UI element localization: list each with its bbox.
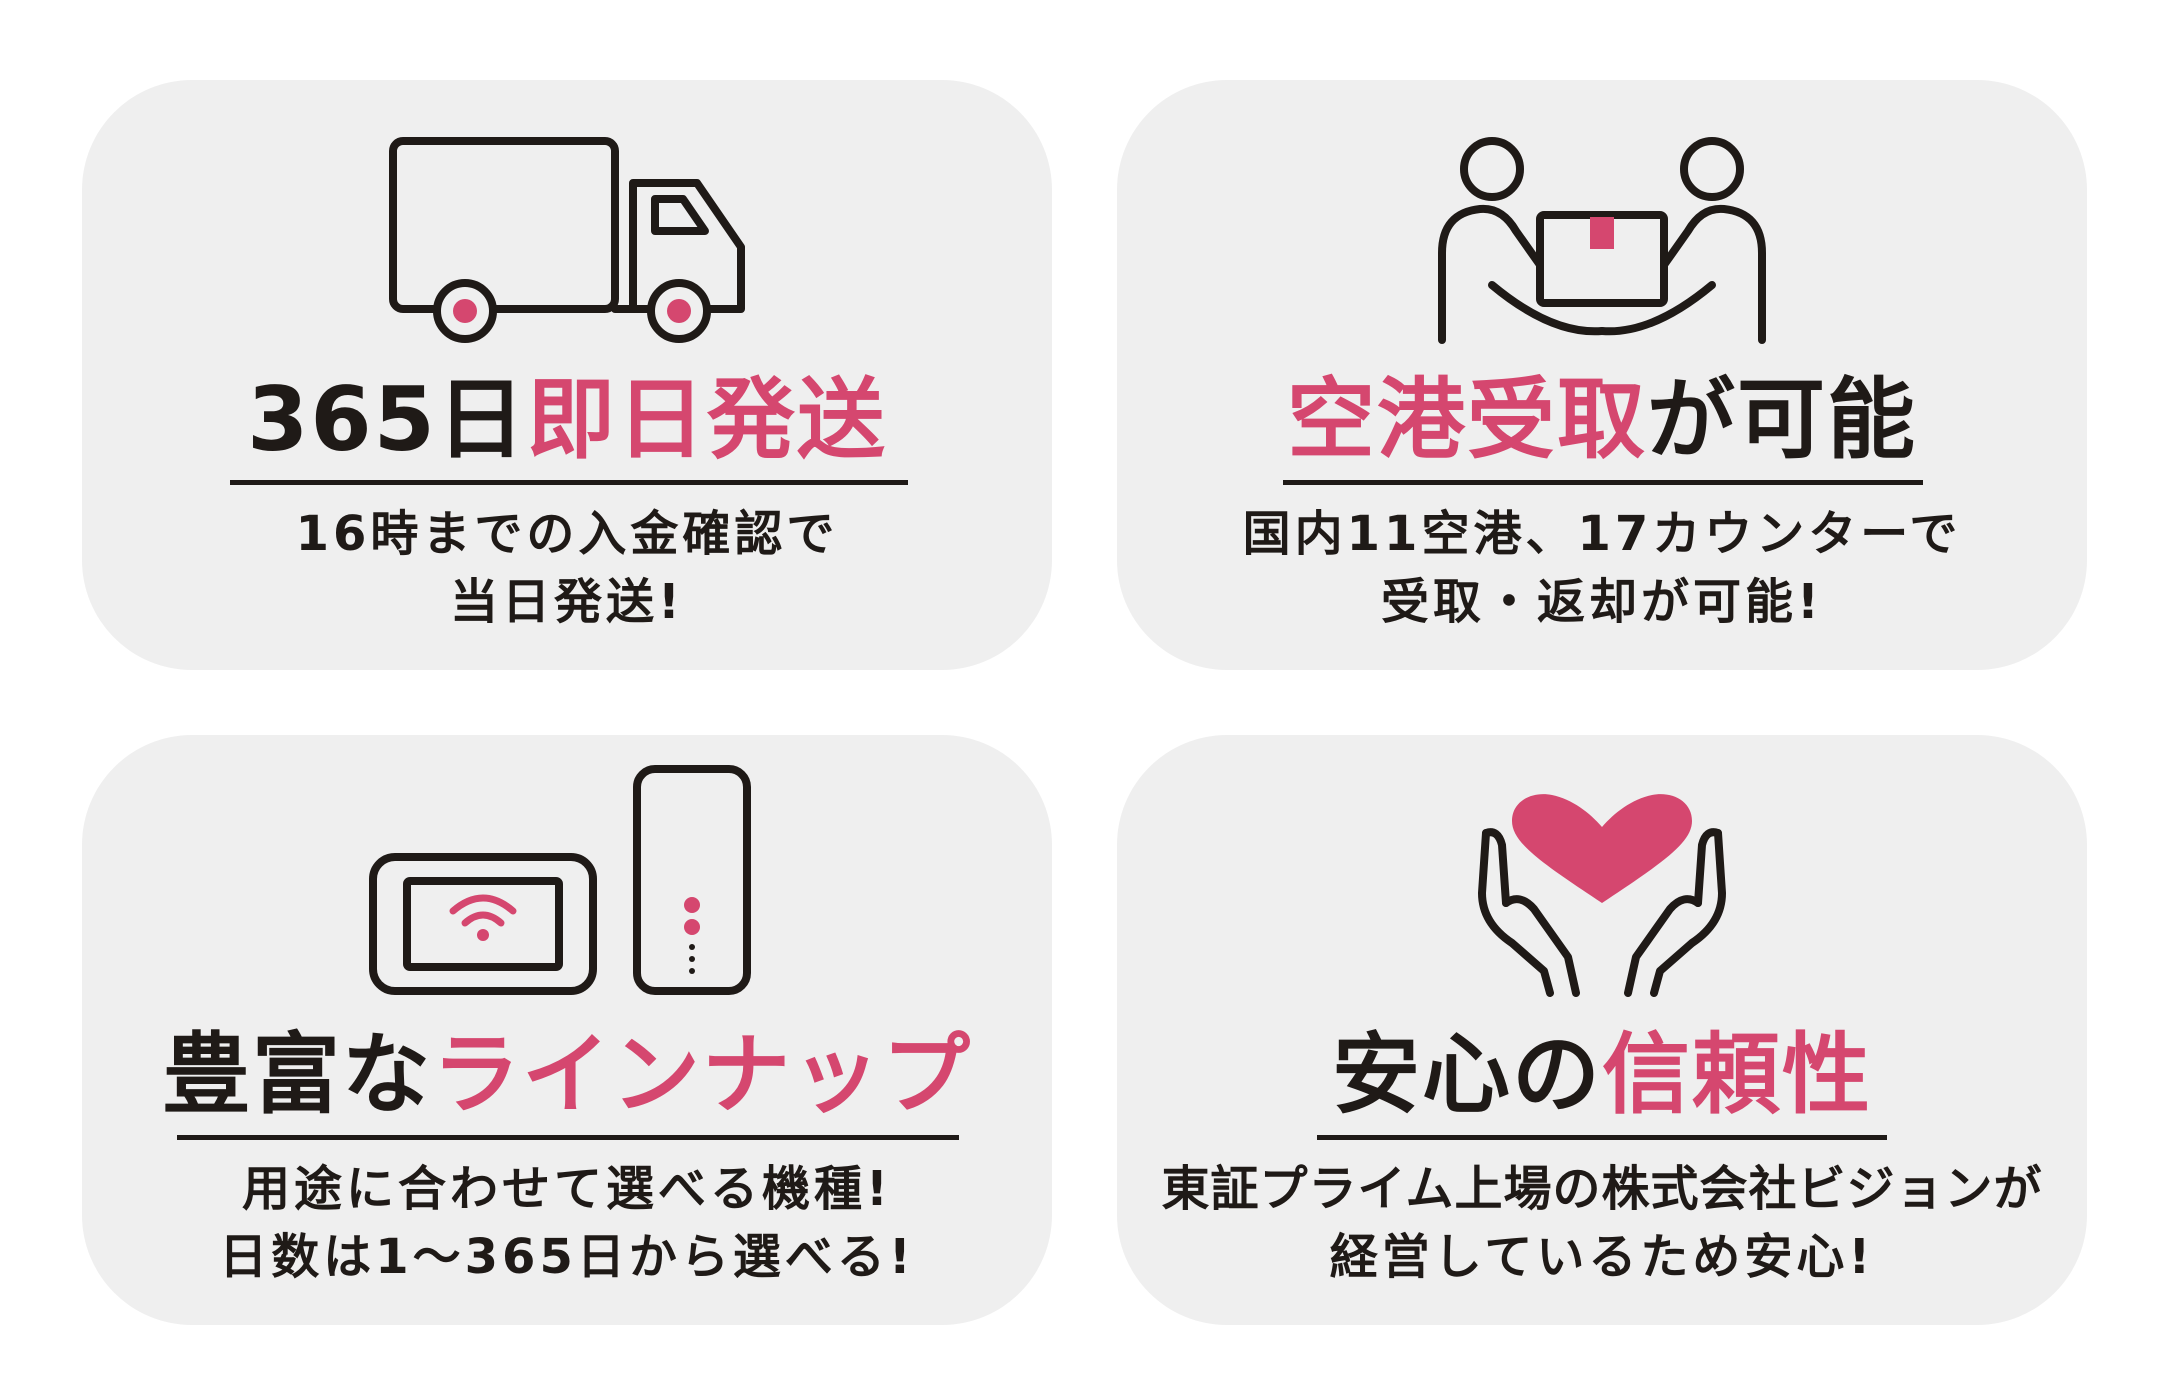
delivery-truck-icon (389, 137, 745, 343)
title-dark-part: 365日 (247, 368, 527, 471)
card-title: 365日即日発送 (82, 365, 1052, 475)
feature-card-reliability: 安心の信頼性 東証プライム上場の株式会社ビジョンが 経営しているため安心! (1117, 735, 2087, 1325)
desc-line-1: 東証プライム上場の株式会社ビジョンが (1161, 1161, 2043, 1217)
title-dark-part: が可能 (1647, 368, 1918, 471)
title-dark-part: 豊富な (161, 1023, 432, 1126)
title-accent-part: 信頼性 (1602, 1023, 1873, 1126)
title-underline (177, 1135, 959, 1140)
card-description: 16時までの入金確認で 当日発送! (82, 500, 1052, 636)
handover-box-icon (1438, 137, 1766, 344)
title-dark-part: 安心の (1331, 1023, 1602, 1126)
desc-line-2: 当日発送! (450, 574, 684, 630)
desc-line-2: 日数は1〜365日から選べる! (219, 1229, 915, 1285)
title-accent-part: ラインナップ (432, 1023, 973, 1126)
title-underline (230, 480, 908, 485)
desc-line-1: 国内11空港、17カウンターで (1242, 506, 1962, 562)
card-title: 安心の信頼性 (1117, 1020, 2087, 1130)
card-title: 豊富なラインナップ (82, 1020, 1052, 1130)
wifi-router-icon (369, 765, 751, 995)
title-underline (1283, 480, 1923, 485)
desc-line-1: 用途に合わせて選べる機種! (242, 1161, 892, 1217)
title-accent-part: 即日発送 (526, 368, 887, 471)
desc-line-2: 受取・返却が可能! (1381, 574, 1823, 630)
card-description: 国内11空港、17カウンターで 受取・返却が可能! (1117, 500, 2087, 636)
feature-card-delivery: 365日即日発送 16時までの入金確認で 当日発送! (82, 80, 1052, 670)
title-accent-part: 空港受取 (1286, 368, 1647, 471)
desc-line-1: 16時までの入金確認で (295, 506, 839, 562)
card-title: 空港受取が可能 (1117, 365, 2087, 475)
card-description: 用途に合わせて選べる機種! 日数は1〜365日から選べる! (82, 1155, 1052, 1291)
desc-line-2: 経営しているため安心! (1329, 1229, 1875, 1285)
card-description: 東証プライム上場の株式会社ビジョンが 経営しているため安心! (1117, 1155, 2087, 1291)
feature-card-lineup: 豊富なラインナップ 用途に合わせて選べる機種! 日数は1〜365日から選べる! (82, 735, 1052, 1325)
title-underline (1317, 1135, 1887, 1140)
hands-heart-icon (1478, 794, 1726, 997)
feature-card-airport: 空港受取が可能 国内11空港、17カウンターで 受取・返却が可能! (1117, 80, 2087, 670)
